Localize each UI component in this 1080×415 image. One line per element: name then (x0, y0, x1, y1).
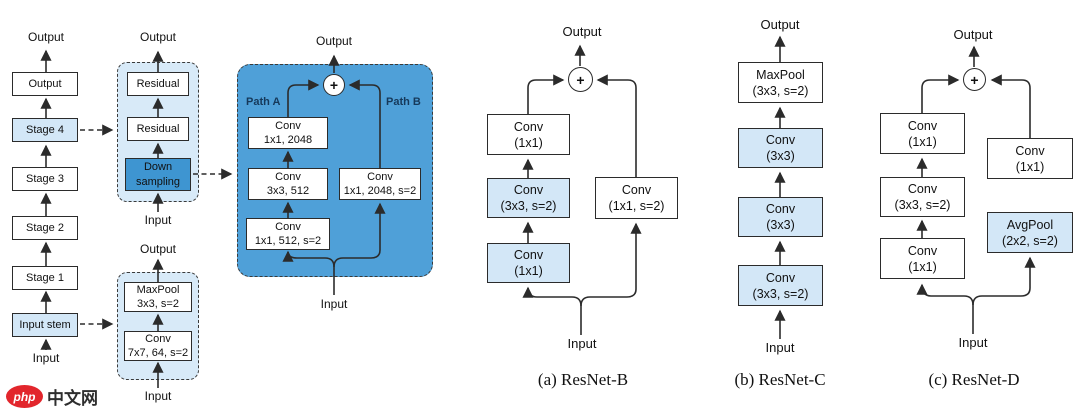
path-a-conv-1x1-2048: Conv 1x1, 2048 (248, 117, 328, 149)
stage4-detail-output-label: Output (139, 30, 177, 44)
resnet-d-arrows (916, 45, 1036, 334)
resnet-b-shortcut-conv-1x1-s2: Conv (1x1, s=2) (595, 177, 678, 219)
resnet-d-input-label: Input (958, 335, 988, 350)
downsampling-add-node: + (323, 74, 345, 96)
stage4-detail-residual-2: Residual (127, 117, 189, 141)
resnet-b-caption: (a) ResNet-B (537, 370, 629, 389)
backbone-box-input-stem: Input stem (12, 313, 78, 337)
backbone-input-label: Input (32, 351, 60, 365)
backbone-box-stage2: Stage 2 (12, 216, 78, 240)
site-watermark: php 中文网 (6, 384, 98, 409)
resnet-b-arrows (522, 44, 642, 335)
resnet-d-caption: (c) ResNet-D (928, 370, 1020, 389)
resnet-b-conv-1x1-bottom: Conv (1x1) (487, 243, 570, 283)
resnet-d-conv-3x3-s2: Conv (3x3, s=2) (880, 177, 965, 217)
resnet-c-input-label: Input (765, 340, 795, 355)
stem-detail-output-label: Output (139, 242, 177, 256)
backbone-output-label: Output (27, 30, 65, 44)
backbone-box-stage3: Stage 3 (12, 167, 78, 191)
resnet-c-conv-3x3-s2: Conv (3x3, s=2) (738, 265, 823, 306)
resnet-c-output-label: Output (760, 17, 800, 32)
path-b-conv-1x1-2048-s2: Conv 1x1, 2048, s=2 (339, 168, 421, 200)
resnet-c-maxpool: MaxPool (3x3, s=2) (738, 62, 823, 103)
downsampling-detail-arrows (282, 54, 386, 295)
resnet-b-add-node: + (568, 67, 593, 92)
backbone-box-stage4: Stage 4 (12, 118, 78, 142)
resnet-d-shortcut-conv-1x1: Conv (1x1) (987, 138, 1073, 179)
downsampling-output-label: Output (315, 34, 353, 48)
stage4-detail-residual-1: Residual (127, 72, 189, 96)
expansion-dashed-arrows (80, 124, 233, 330)
backbone-box-output: Output (12, 72, 78, 96)
resnet-b-conv-1x1-top: Conv (1x1) (487, 114, 570, 155)
path-a-conv-1x1-512-s2: Conv 1x1, 512, s=2 (246, 218, 330, 250)
stem-detail-conv: Conv 7x7, 64, s=2 (124, 331, 192, 361)
resnet-d-conv-1x1-top: Conv (1x1) (880, 113, 965, 154)
resnet-b-input-label: Input (567, 336, 597, 351)
resnet-c-conv-3x3-top: Conv (3x3) (738, 128, 823, 168)
resnet-d-add-node: + (963, 68, 986, 91)
stage4-detail-downsampling: Down sampling (125, 158, 191, 191)
path-a-conv-3x3-512: Conv 3x3, 512 (248, 168, 328, 200)
downsampling-input-label: Input (320, 297, 348, 311)
stem-detail-input-label: Input (144, 389, 172, 403)
path-a-label: Path A (246, 96, 281, 108)
resnet-d-conv-1x1-bottom: Conv (1x1) (880, 238, 965, 279)
resnet-c-caption: (b) ResNet-C (734, 370, 826, 389)
resnet-d-output-label: Output (953, 27, 993, 42)
resnet-c-conv-3x3-mid: Conv (3x3) (738, 197, 823, 237)
resnet-d-avgpool: AvgPool (2x2, s=2) (987, 212, 1073, 253)
resnet-b-output-label: Output (562, 24, 602, 39)
php-logo-icon: php (6, 385, 43, 408)
watermark-site-text: 中文网 (47, 389, 98, 408)
resnet-b-conv-3x3-s2: Conv (3x3, s=2) (487, 178, 570, 218)
backbone-box-stage1: Stage 1 (12, 266, 78, 290)
stem-detail-maxpool: MaxPool 3x3, s=2 (124, 282, 192, 312)
path-b-label: Path B (386, 96, 421, 108)
stage4-detail-input-label: Input (144, 213, 172, 227)
